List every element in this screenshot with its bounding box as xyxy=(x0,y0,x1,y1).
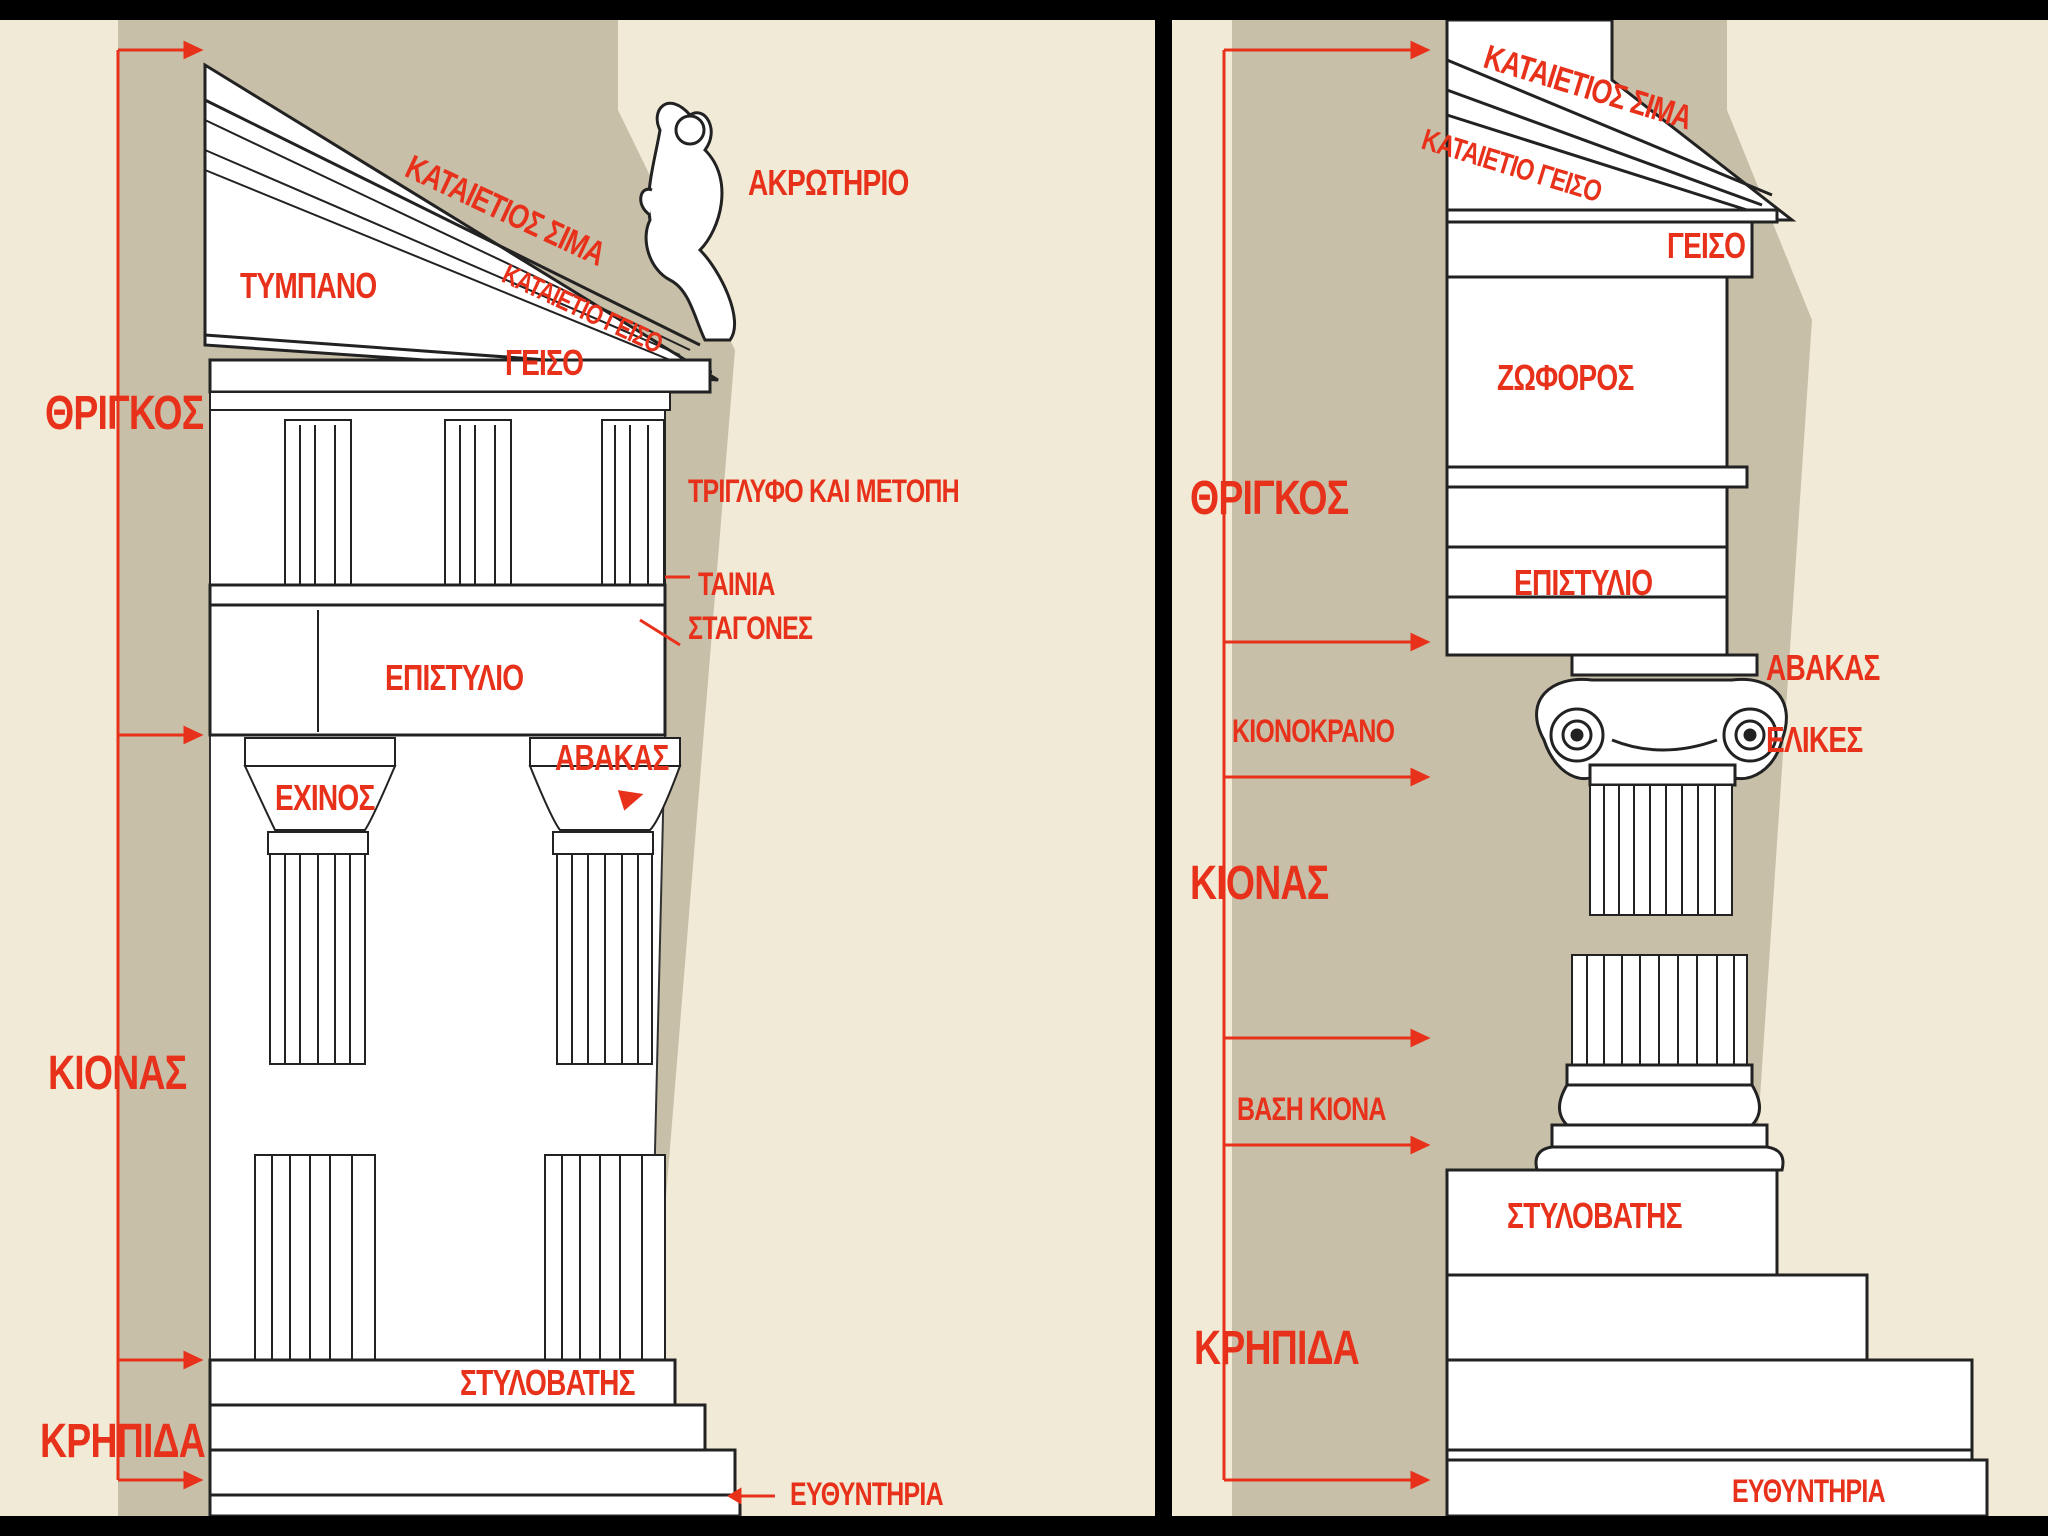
label-echinos: ΕΧΙΝΟΣ xyxy=(275,777,375,818)
label-triglyfo-metopi: ΤΡΙΓΛΥΦΟ ΚΑΙ ΜΕΤΟΠΗ xyxy=(688,473,960,509)
zone-label-kionas: ΚΙΟΝΑΣ xyxy=(48,1047,187,1100)
zone-brackets xyxy=(1222,40,1431,1490)
zone-label-kripida: ΚΡΗΠΙΔΑ xyxy=(40,1415,206,1468)
label-stagones: ΣΤΑΓΟΝΕΣ xyxy=(688,610,813,646)
label-abakas: ΑΒΑΚΑΣ xyxy=(1766,647,1880,688)
zone-label-thrigkos: ΘΡΙΓΚΟΣ xyxy=(1190,472,1349,525)
ionic-krepidoma-steps xyxy=(1445,1168,1989,1516)
ionic-capital xyxy=(1535,653,1788,787)
zone-label-kripida: ΚΡΗΠΙΔΑ xyxy=(1194,1322,1360,1375)
zone-brackets xyxy=(116,40,775,1505)
label-akrotirio: ΑΚΡΩΤΗΡΙΟ xyxy=(748,162,909,203)
label-zoforos: ΖΩΦΟΡΟΣ xyxy=(1497,357,1634,398)
label-efthyntiria: ΕΥΘΥΝΤΗΡΙΑ xyxy=(790,1476,944,1512)
label-tympano: ΤΥΜΠΑΝΟ xyxy=(240,265,377,306)
label-stylovatis: ΣΤΥΛΟΒΑΤΗΣ xyxy=(1507,1195,1682,1236)
triglyphs xyxy=(209,409,666,586)
label-kionokrano: ΚΙΟΝΟΚΡΑΝΟ xyxy=(1232,713,1395,749)
zone-label-kionas: ΚΙΟΝΑΣ xyxy=(1190,857,1329,910)
label-geiso: ΓΕΙΣΟ xyxy=(505,342,584,383)
label-efthyntiria: ΕΥΘΥΝΤΗΡΙΑ xyxy=(1732,1473,1886,1509)
label-vasi-kiona: ΒΑΣΗ ΚΙΟΝΑ xyxy=(1237,1091,1386,1127)
label-stylovatis: ΣΤΥΛΟΒΑΤΗΣ xyxy=(460,1362,635,1403)
doric-columns xyxy=(243,737,682,1361)
doric-order-panel: ΘΡΙΓΚΟΣ ΚΙΟΝΑΣ ΚΡΗΠΙΔΑ ΚΑΤΑΙΕΤΙΟΣ ΣΙΜΑ Κ… xyxy=(0,20,1155,1516)
zone-label-thrigkos: ΘΡΙΓΚΟΣ xyxy=(45,387,204,440)
doric-temple-drawing xyxy=(116,20,775,1516)
epistyle xyxy=(208,603,667,737)
label-epistylio: ΕΠΙΣΤΥΛΙΟ xyxy=(1514,562,1653,603)
ionic-order-panel: ΘΡΙΓΚΟΣ ΚΙΟΝΑΣ ΚΡΗΠΙΔΑ ΚΑΤΑΙΕΤΙΟΣ ΣΙΜΑ Κ… xyxy=(1172,20,2048,1516)
label-geiso: ΓΕΙΣΟ xyxy=(1667,225,1746,266)
label-abakas: ΑΒΑΚΑΣ xyxy=(555,737,669,778)
ionic-entablature xyxy=(1445,20,1797,657)
ionic-shaft xyxy=(1571,784,1748,1066)
label-epistylio: ΕΠΙΣΤΥΛΙΟ xyxy=(385,657,524,698)
akroterion-sphinx xyxy=(639,101,736,342)
label-elikes: ΕΛΙΚΕΣ xyxy=(1766,719,1863,760)
label-tainia: ΤΑΙΝΙΑ xyxy=(698,566,775,602)
ionic-column-base xyxy=(1534,1063,1785,1172)
krepidoma-steps xyxy=(208,1358,742,1516)
ionic-temple-drawing xyxy=(1222,20,1989,1516)
